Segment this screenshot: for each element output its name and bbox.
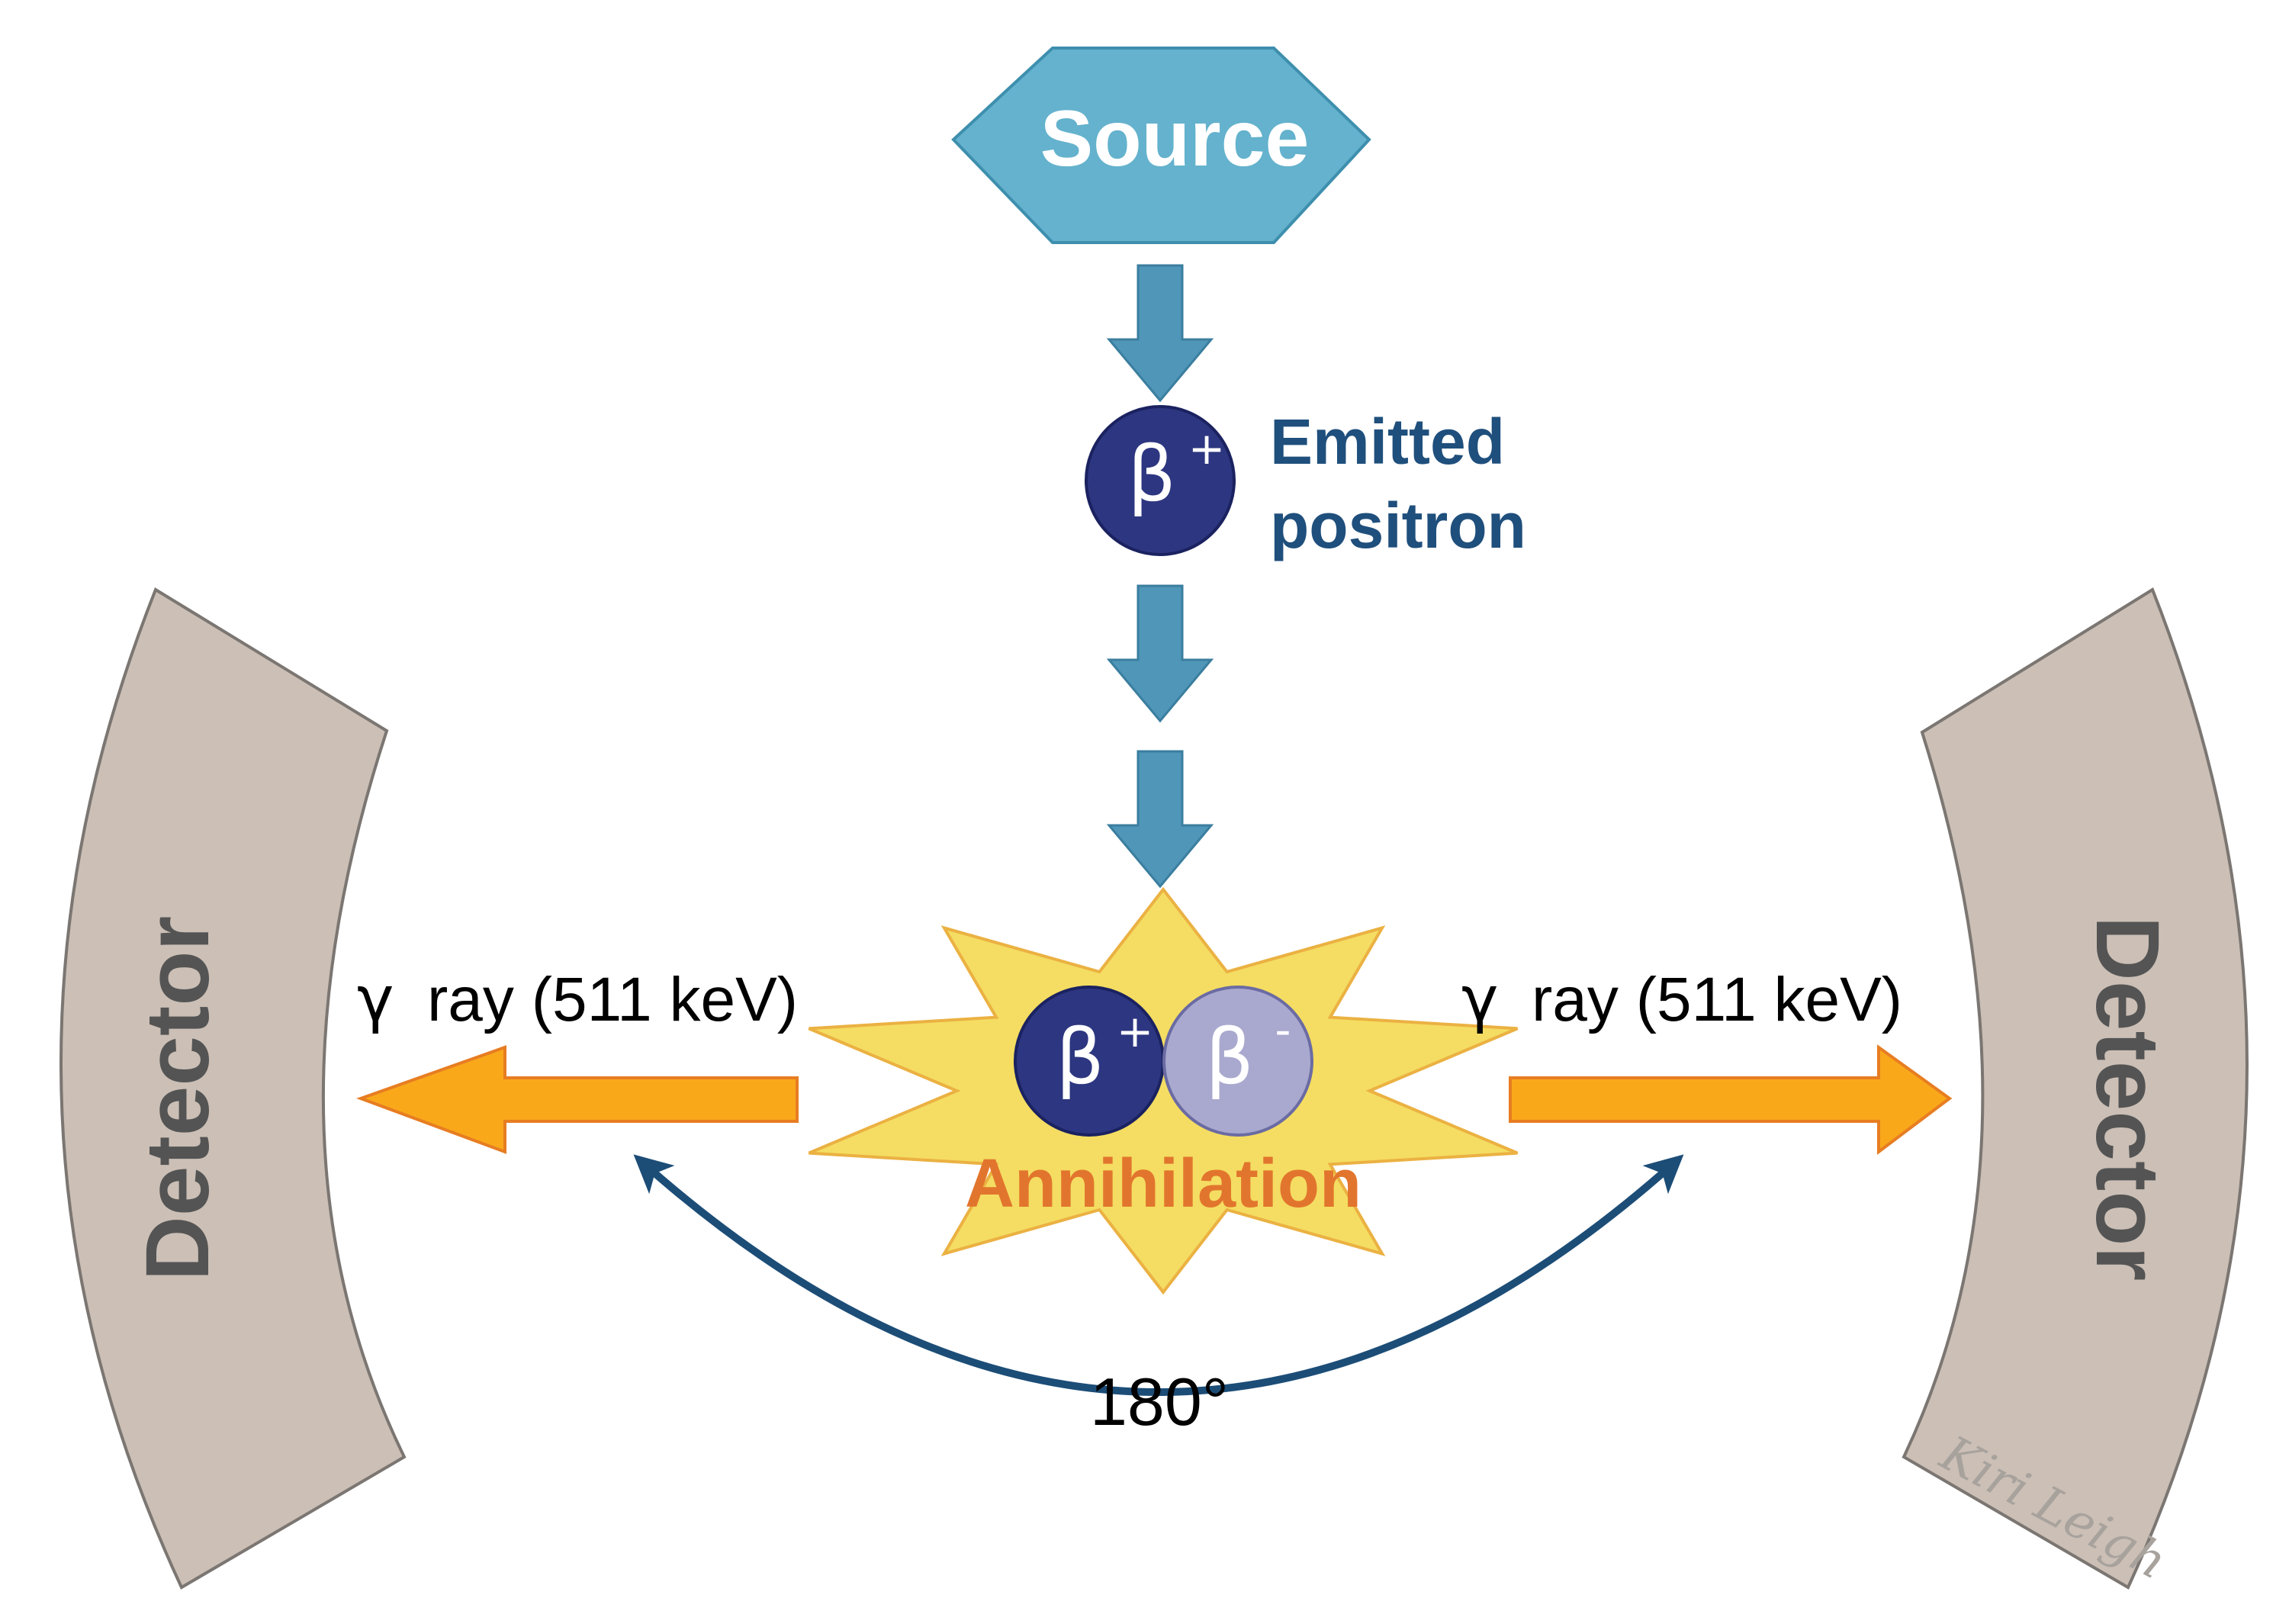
annihilation: β + β - Annihilation xyxy=(808,886,1519,1295)
emitted-positron-symbol: β xyxy=(1127,429,1176,519)
emitted-positron-particle xyxy=(1085,405,1236,556)
source-label: Source xyxy=(1040,95,1310,183)
gamma-arrow-right xyxy=(1509,1044,1953,1156)
annihilation-label: Annihilation xyxy=(965,1146,1362,1222)
angle-arc xyxy=(633,1154,1684,1396)
source-hexagon xyxy=(951,47,1371,244)
emitted-positron-label-line2: positron xyxy=(1270,490,1526,561)
annihilation-positron-superscript: + xyxy=(1117,1005,1154,1057)
emitted-positron: β + Emitted positron xyxy=(1085,405,1526,561)
detector-right-shape xyxy=(1902,587,2249,1590)
flow-arrow-2 xyxy=(1106,584,1214,723)
annihilation-positron-symbol: β xyxy=(1056,1012,1104,1101)
annihilation-electron-superscript: - xyxy=(1275,1004,1291,1056)
angle-indicator: 180° xyxy=(633,1154,1684,1439)
detector-right: Detector Kiri Leigh xyxy=(1902,587,2249,1591)
gamma-left-label: ray (511 keV) xyxy=(427,965,798,1034)
flow-arrow-3 xyxy=(1106,750,1214,889)
detector-right-label: Detector xyxy=(2077,916,2178,1282)
gamma-right-label: ray (511 keV) xyxy=(1532,965,1902,1034)
annihilation-burst xyxy=(808,886,1519,1295)
detector-left: Detector xyxy=(59,587,407,1590)
source-node: Source xyxy=(951,47,1371,244)
emitted-positron-superscript: + xyxy=(1188,423,1226,474)
detector-left-shape xyxy=(59,587,407,1590)
flow-arrows xyxy=(1106,264,1214,889)
gamma-right-symbol: γ xyxy=(1461,963,1499,1036)
annihilation-electron-symbol: β xyxy=(1205,1012,1254,1101)
gamma-left-symbol: γ xyxy=(357,963,394,1036)
angle-label: 180° xyxy=(1090,1364,1229,1439)
detector-left-label: Detector xyxy=(127,916,228,1282)
emitted-positron-label-line1: Emitted xyxy=(1270,406,1505,478)
annihilation-electron xyxy=(1162,986,1313,1137)
gamma-arrow-left xyxy=(356,1045,799,1154)
flow-arrow-1 xyxy=(1106,264,1214,403)
gamma-rays: γ ray (511 keV) γ ray (511 keV) xyxy=(356,963,1953,1156)
